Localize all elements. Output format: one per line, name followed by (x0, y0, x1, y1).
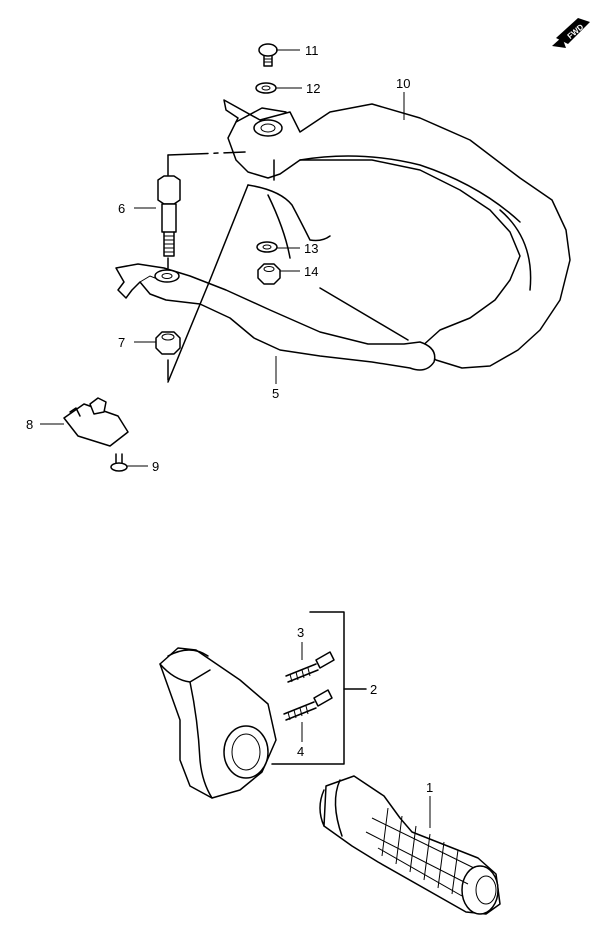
switch-8 (63, 397, 129, 447)
bolt-4 (283, 689, 333, 721)
part-labels: 11 12 10 6 13 14 7 5 8 9 3 2 4 1 (26, 43, 433, 795)
label-1: 1 (426, 780, 433, 795)
label-11: 11 (305, 43, 319, 58)
hand-guard (223, 99, 571, 369)
nut-7 (155, 331, 181, 355)
guide-lines-top (167, 151, 409, 383)
label-5: 5 (272, 386, 279, 401)
label-2: 2 (370, 682, 377, 697)
leader-lines (40, 49, 431, 828)
grip-1 (319, 775, 501, 915)
label-3: 3 (297, 625, 304, 640)
screw-9 (110, 453, 128, 472)
throttle-housing-2 (159, 647, 277, 799)
washer-12 (255, 82, 277, 94)
bracket-2 (271, 611, 367, 765)
label-4: 4 (297, 744, 304, 759)
label-6: 6 (118, 201, 125, 216)
label-7: 7 (118, 335, 125, 350)
screw-11 (258, 43, 278, 67)
label-14: 14 (304, 264, 318, 279)
fwd-badge: FWD (552, 18, 590, 48)
label-8: 8 (26, 417, 33, 432)
label-9: 9 (152, 459, 159, 474)
label-12: 12 (306, 81, 320, 96)
nut-14 (257, 263, 281, 285)
label-10: 10 (396, 76, 410, 91)
bolt-3 (285, 651, 335, 683)
brake-lever-5 (115, 263, 436, 371)
washer-13 (256, 241, 278, 253)
label-13: 13 (304, 241, 318, 256)
pivot-bolt-6 (157, 175, 181, 257)
